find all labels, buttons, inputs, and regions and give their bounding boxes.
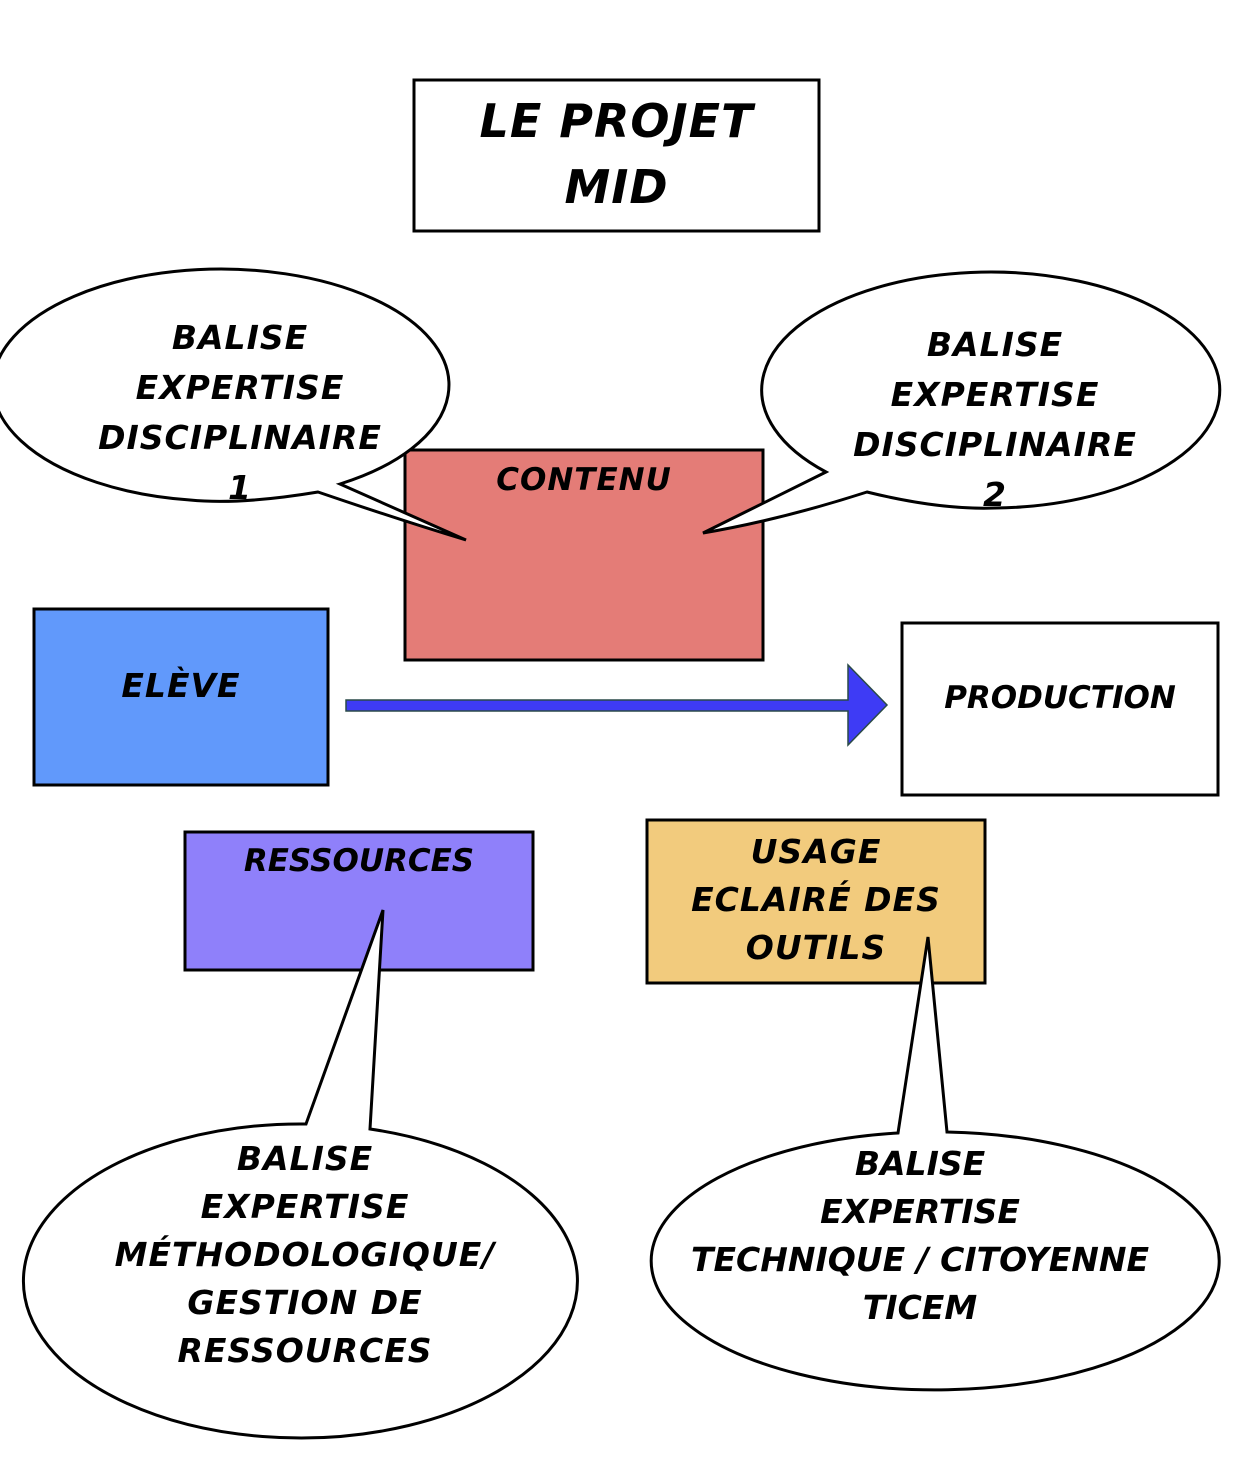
- bubble-line: MÉTHODOLOGIQUE/: [114, 1235, 496, 1274]
- bubble-line: DISCIPLINAIRE: [853, 425, 1137, 464]
- bubble-technique-text: BALISE EXPERTISE TECHNIQUE / CITOYENNE T…: [640, 1140, 1200, 1332]
- bubble-technique: [649, 936, 1221, 1392]
- bubble-line: BALISE: [926, 325, 1064, 364]
- production-label: PRODUCTION: [944, 680, 1176, 716]
- bubble-line: TECHNIQUE / CITOYENNE: [690, 1240, 1150, 1279]
- title-box: [412, 78, 821, 233]
- eleve-label: ELÈVE: [121, 666, 241, 705]
- bubble-disciplinaire-1: [0, 267, 467, 542]
- production-box: [900, 621, 1220, 797]
- eleve-to-production-arrow: [345, 663, 889, 747]
- bubble-line: EXPERTISE: [820, 1192, 1020, 1231]
- bubble-disciplinaire-2: [702, 270, 1222, 535]
- bubble-line: 2: [983, 475, 1007, 514]
- usage-label: USAGE ECLAIRÉ DES OUTILS: [647, 828, 985, 972]
- contenu-label: CONTENU: [496, 462, 672, 498]
- ressources-box: [183, 830, 535, 972]
- page-title: LE PROJET MID: [414, 88, 819, 220]
- bubble-line: EXPERTISE: [135, 368, 345, 407]
- usage-line: USAGE: [750, 832, 882, 871]
- usage-line: OUTILS: [745, 928, 887, 967]
- eleve-box: [32, 607, 330, 787]
- bubble-methodologique: [21, 909, 579, 1440]
- bubble-line: EXPERTISE: [200, 1187, 410, 1226]
- bubble-line: BALISE: [171, 318, 309, 357]
- bubble-line: RESSOURCES: [177, 1331, 433, 1370]
- title-line: MID: [564, 160, 669, 214]
- bubble-line: TICEM: [862, 1288, 978, 1327]
- bubble-line: EXPERTISE: [890, 375, 1100, 414]
- bubble-methodologique-text: BALISE EXPERTISE MÉTHODOLOGIQUE/ GESTION…: [40, 1135, 570, 1375]
- bubble-line: DISCIPLINAIRE: [98, 418, 382, 457]
- bubble-line: BALISE: [854, 1144, 986, 1183]
- usage-line: ECLAIRÉ DES: [691, 880, 941, 919]
- title-line: LE PROJET: [479, 94, 754, 148]
- bubble-line: 1: [228, 468, 252, 507]
- bubble-disciplinaire-1-text: BALISE EXPERTISE DISCIPLINAIRE 1: [40, 313, 440, 513]
- bubble-disciplinaire-2-text: BALISE EXPERTISE DISCIPLINAIRE 2: [795, 320, 1195, 520]
- ressources-label: RESSOURCES: [243, 843, 475, 879]
- contenu-box: [403, 448, 765, 662]
- bubble-line: BALISE: [236, 1139, 374, 1178]
- bubble-line: GESTION DE: [187, 1283, 423, 1322]
